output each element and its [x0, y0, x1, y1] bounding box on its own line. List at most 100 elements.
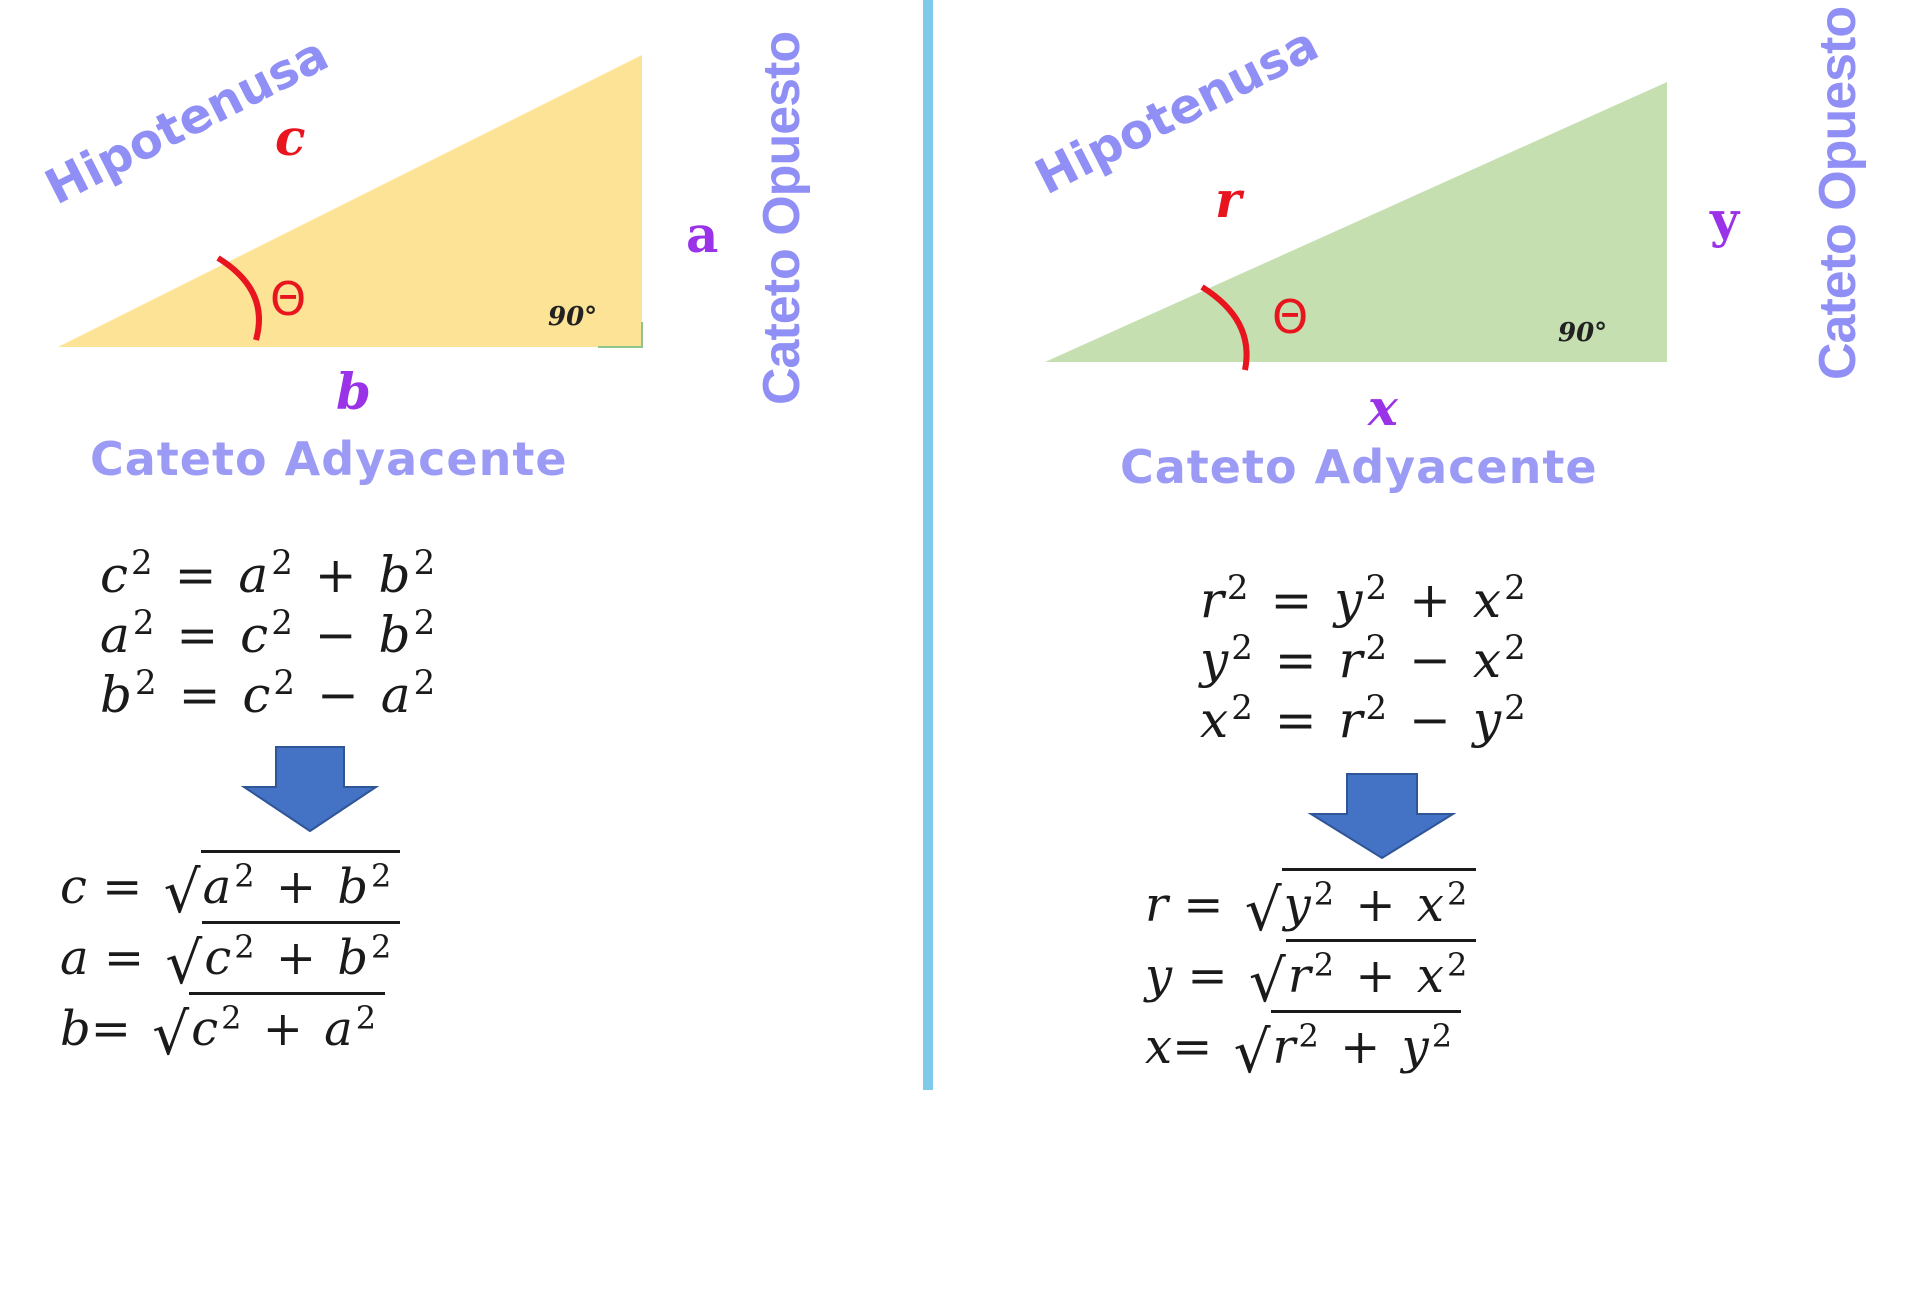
equals-sign: =	[178, 666, 224, 724]
operator: −	[314, 606, 360, 664]
operator: −	[1409, 691, 1454, 749]
equation-term: b	[337, 859, 372, 915]
exponent: 2	[1313, 946, 1338, 984]
equation-term: r	[1338, 631, 1366, 689]
equals-part: =	[1172, 1019, 1228, 1075]
left-triangle	[58, 55, 642, 347]
exponent: 2	[271, 543, 296, 583]
equals-sign: =	[1270, 571, 1316, 629]
equals-part: =	[90, 1001, 147, 1057]
equals-part: =	[86, 859, 158, 915]
left-panel: Hipotenusa c Θ 90° a Cateto Opuesto b Ca…	[37, 26, 811, 1063]
adjacent-label: Cateto Adyacente	[90, 432, 568, 486]
angle-arc	[1200, 284, 1250, 371]
equation-term: y	[1145, 948, 1173, 1004]
hypotenuse-var: r	[1215, 170, 1242, 229]
exponent: 2	[1313, 875, 1338, 913]
radical-sign: √	[163, 858, 201, 926]
exponent: 2	[1298, 1017, 1322, 1055]
exponent: 2	[1365, 568, 1391, 608]
exponent: 2	[1231, 688, 1256, 728]
equals-part: =	[1167, 877, 1239, 933]
equals-sign: =	[1274, 691, 1320, 749]
equation-term: r	[1287, 948, 1314, 1004]
equation-term: b	[378, 546, 414, 604]
root-equation-line: x= √r2 + y2	[1145, 1010, 1476, 1081]
equation-term: x	[1416, 948, 1447, 1004]
equation-term: a	[100, 606, 133, 664]
adjacent-var: x	[1368, 378, 1398, 437]
operator: −	[316, 666, 362, 724]
right-triangle	[1045, 82, 1667, 362]
right-triangle-figure	[1045, 82, 1667, 371]
adjacent-var: b	[336, 362, 371, 421]
equation-term: b	[337, 930, 372, 986]
equation-term: y	[1334, 571, 1366, 629]
equation-term: c	[100, 546, 132, 604]
right-angle-label: 90°	[548, 302, 598, 332]
exponent: 2	[413, 663, 439, 703]
root-equation-line: b= √c2 + a2	[60, 992, 400, 1063]
radicand: a2 + b2	[200, 850, 401, 921]
exponent: 2	[1226, 568, 1252, 608]
equation-line: b2 = c2 − a2	[100, 665, 438, 725]
equation-term: x	[1145, 1019, 1173, 1075]
equation-term: c	[60, 859, 87, 915]
equation-term: x	[1200, 691, 1232, 749]
opposite-label: Cateto Opuesto	[1809, 6, 1867, 380]
equation-term: r	[1338, 691, 1366, 749]
equals-sign: =	[176, 606, 222, 664]
exponent: 2	[271, 603, 296, 643]
exponent: 2	[1504, 688, 1529, 728]
root-equation-line: y = √r2 + x2	[1145, 939, 1477, 1010]
exponent: 2	[1231, 628, 1256, 668]
equation-line: r2 = y2 + x2	[1200, 570, 1529, 630]
opposite-label: Cateto Opuesto	[753, 31, 811, 405]
equation-term: c	[242, 666, 274, 724]
exponent: 2	[413, 543, 439, 583]
radical-sign: √	[152, 1000, 190, 1068]
exponent: 2	[131, 543, 156, 583]
root-equation-line: r = √y2 + x2	[1145, 868, 1477, 939]
exponent: 2	[355, 999, 380, 1037]
equation-term: r	[1200, 571, 1227, 629]
operator: +	[314, 546, 360, 604]
equation-term: c	[191, 1001, 222, 1057]
equation-line: x2 = r2 − y2	[1200, 690, 1529, 750]
exponent: 2	[273, 663, 299, 703]
exponent: 2	[1446, 875, 1471, 913]
exponent: 2	[1504, 568, 1529, 608]
exponent: 2	[1504, 628, 1529, 668]
equation-term: b	[60, 1001, 91, 1057]
equation-term: x	[1472, 631, 1505, 689]
panel-divider	[923, 0, 933, 1090]
exponent: 2	[1365, 688, 1391, 728]
equation-term: y	[1401, 1019, 1432, 1075]
equals-sign: =	[174, 546, 220, 604]
radical-sign: √	[1233, 1018, 1271, 1086]
equation-term: a	[202, 859, 235, 915]
exponent: 2	[371, 857, 395, 895]
theta-symbol: Θ	[1272, 290, 1309, 344]
theta-symbol: Θ	[270, 272, 307, 326]
down-arrow	[1307, 773, 1457, 860]
radicand: r2 + y2	[1270, 1010, 1462, 1081]
right-angle-label: 90°	[1558, 318, 1608, 348]
equation-term: b	[378, 606, 414, 664]
opposite-var: y	[1710, 190, 1740, 249]
radicand: y2 + x2	[1281, 868, 1477, 939]
right-angle-marker	[598, 322, 643, 348]
equation-term: x	[1472, 571, 1505, 629]
exponent: 2	[413, 603, 439, 643]
equals-part: =	[88, 930, 160, 986]
exponent: 2	[132, 603, 158, 643]
operator: −	[1409, 631, 1454, 689]
exponent: 2	[234, 928, 258, 966]
equation-term: y	[1200, 631, 1232, 689]
equation-term: y	[1283, 877, 1314, 933]
opposite-var: a	[686, 205, 719, 264]
equals-sign: =	[1274, 631, 1320, 689]
root-equation-line: c = √a2 + b2	[60, 850, 401, 926]
